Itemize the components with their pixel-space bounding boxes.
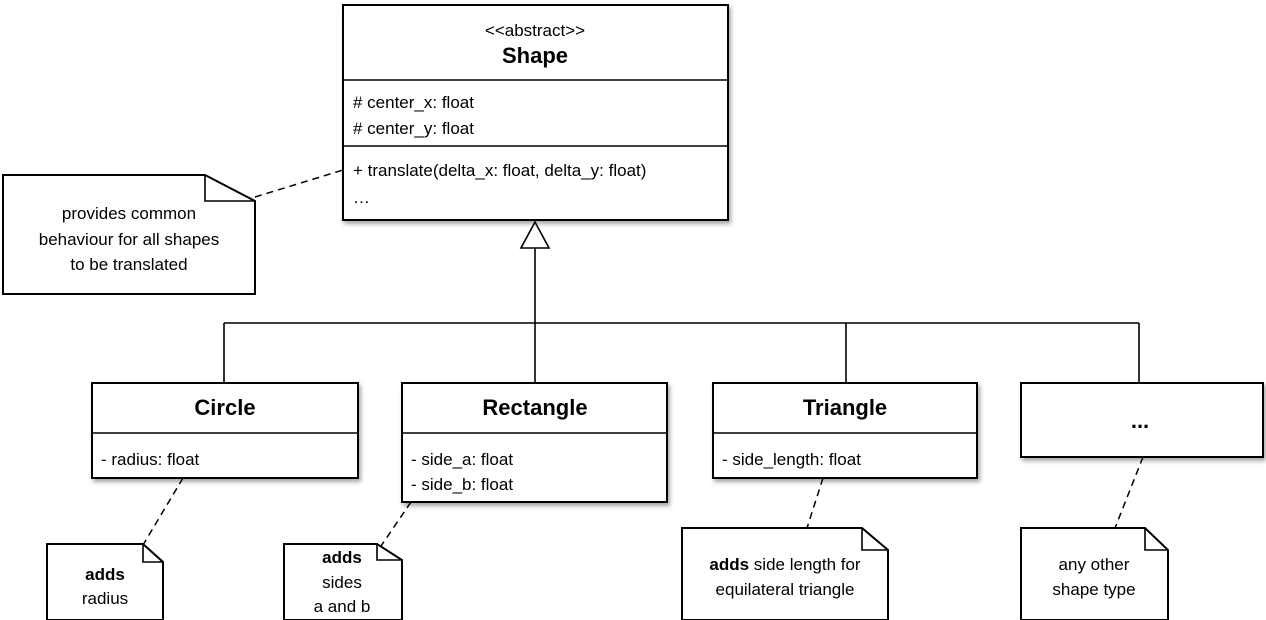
svg-text:adds: adds xyxy=(85,565,125,584)
class-rectangle[interactable]: Rectangle - side_a: float - side_b: floa… xyxy=(401,382,668,503)
svg-text:equilateral triangle: equilateral triangle xyxy=(716,580,855,599)
class-name: Triangle xyxy=(803,395,887,420)
class-name: Rectangle xyxy=(482,395,587,420)
generalization-connectors xyxy=(223,220,1140,383)
class-circle[interactable]: Circle - radius: float xyxy=(91,382,359,479)
class-shape[interactable]: <<abstract>> Shape # center_x: float # c… xyxy=(342,4,729,221)
svg-text:adds side length for: adds side length for xyxy=(709,555,861,574)
svg-text:behaviour for all shapes: behaviour for all shapes xyxy=(39,230,220,249)
svg-text:shape type: shape type xyxy=(1052,580,1135,599)
class-triangle[interactable]: Triangle - side_length: float xyxy=(712,382,978,479)
svg-text:adds: adds xyxy=(322,548,362,567)
svg-text:any other: any other xyxy=(1059,555,1130,574)
attribute: - radius: float xyxy=(101,450,200,469)
svg-text:a and b: a and b xyxy=(314,597,371,616)
attribute: # center_x: float xyxy=(353,93,474,112)
method: + translate(delta_x: float, delta_y: flo… xyxy=(353,161,646,180)
method: … xyxy=(353,188,370,207)
note-shape: provides common behaviour for all shapes… xyxy=(2,174,256,295)
svg-text:to be translated: to be translated xyxy=(70,255,187,274)
svg-text:provides common: provides common xyxy=(62,204,196,223)
class-name: Circle xyxy=(194,395,255,420)
class-name: Shape xyxy=(502,43,568,68)
note-anchors xyxy=(142,169,1144,547)
attribute: # center_y: float xyxy=(353,119,474,138)
attribute: - side_a: float xyxy=(411,450,513,469)
svg-text:radius: radius xyxy=(82,589,128,608)
class-other[interactable]: ... xyxy=(1020,382,1264,458)
inheritance-arrow-icon xyxy=(519,220,551,249)
note-triangle: adds side length for equilateral triangl… xyxy=(681,527,889,620)
svg-text:sides: sides xyxy=(322,573,362,592)
class-name: ... xyxy=(1131,408,1149,433)
note-other: any other shape type xyxy=(1020,527,1169,620)
attribute: - side_length: float xyxy=(722,450,861,469)
attribute: - side_b: float xyxy=(411,475,513,494)
stereotype: <<abstract>> xyxy=(485,21,585,40)
note-rectangle: adds sides a and b xyxy=(283,543,403,620)
note-circle: adds radius xyxy=(46,543,164,620)
